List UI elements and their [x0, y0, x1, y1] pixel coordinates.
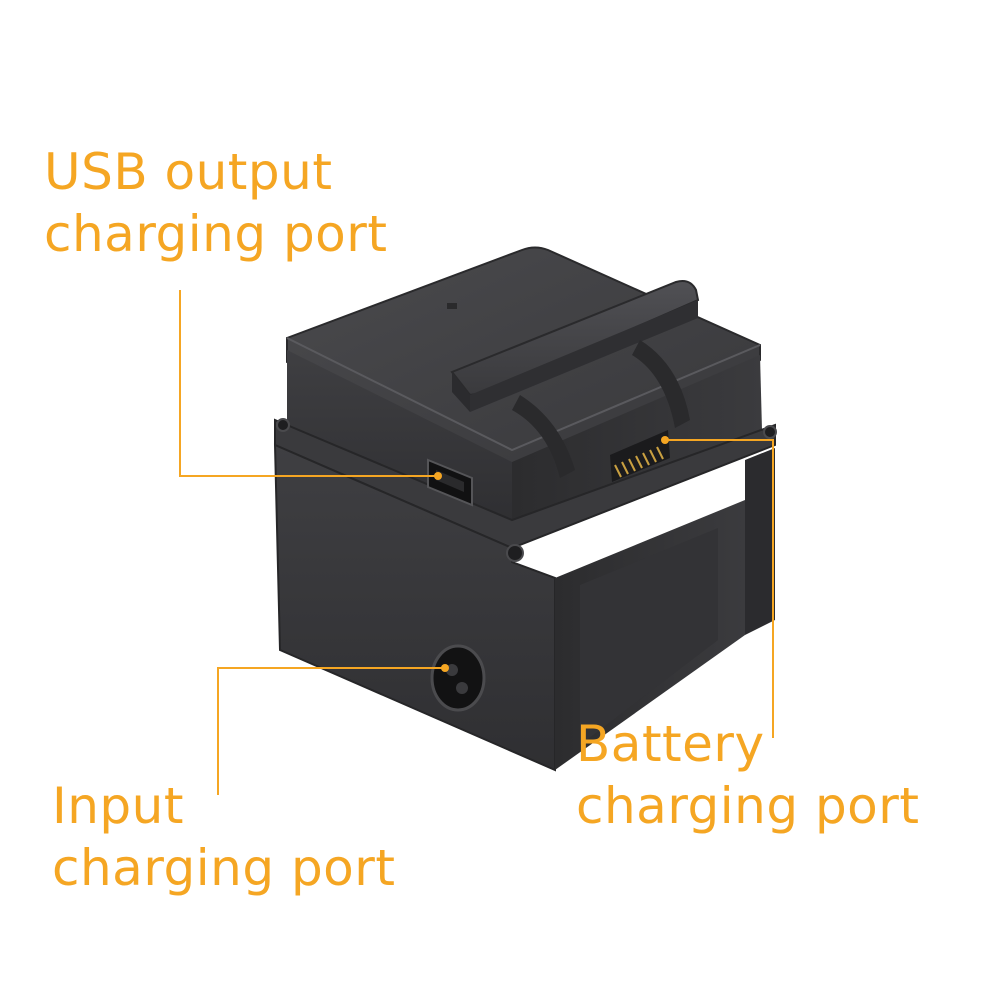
usb-output-port — [427, 458, 473, 507]
battery-contacts — [610, 430, 670, 482]
callout-input-line — [217, 664, 449, 795]
input-port — [430, 644, 486, 712]
input-port-label: Input charging port — [52, 775, 395, 899]
usb-output-port-label: USB output charging port — [44, 141, 387, 265]
battery-label-line1: Battery — [576, 715, 765, 773]
charger-base — [273, 418, 777, 772]
callout-battery-line — [661, 436, 774, 738]
input-label-line1: Input — [52, 777, 184, 835]
battery-label-line2: charging port — [576, 777, 920, 835]
battery-latch — [450, 280, 700, 478]
battery-port-label: Battery charging port — [576, 713, 919, 837]
usb-label-line1: USB output — [44, 143, 333, 201]
usb-label-line2: charging port — [44, 205, 388, 263]
callout-usb-line — [179, 290, 442, 480]
input-label-line2: charging port — [52, 839, 396, 897]
